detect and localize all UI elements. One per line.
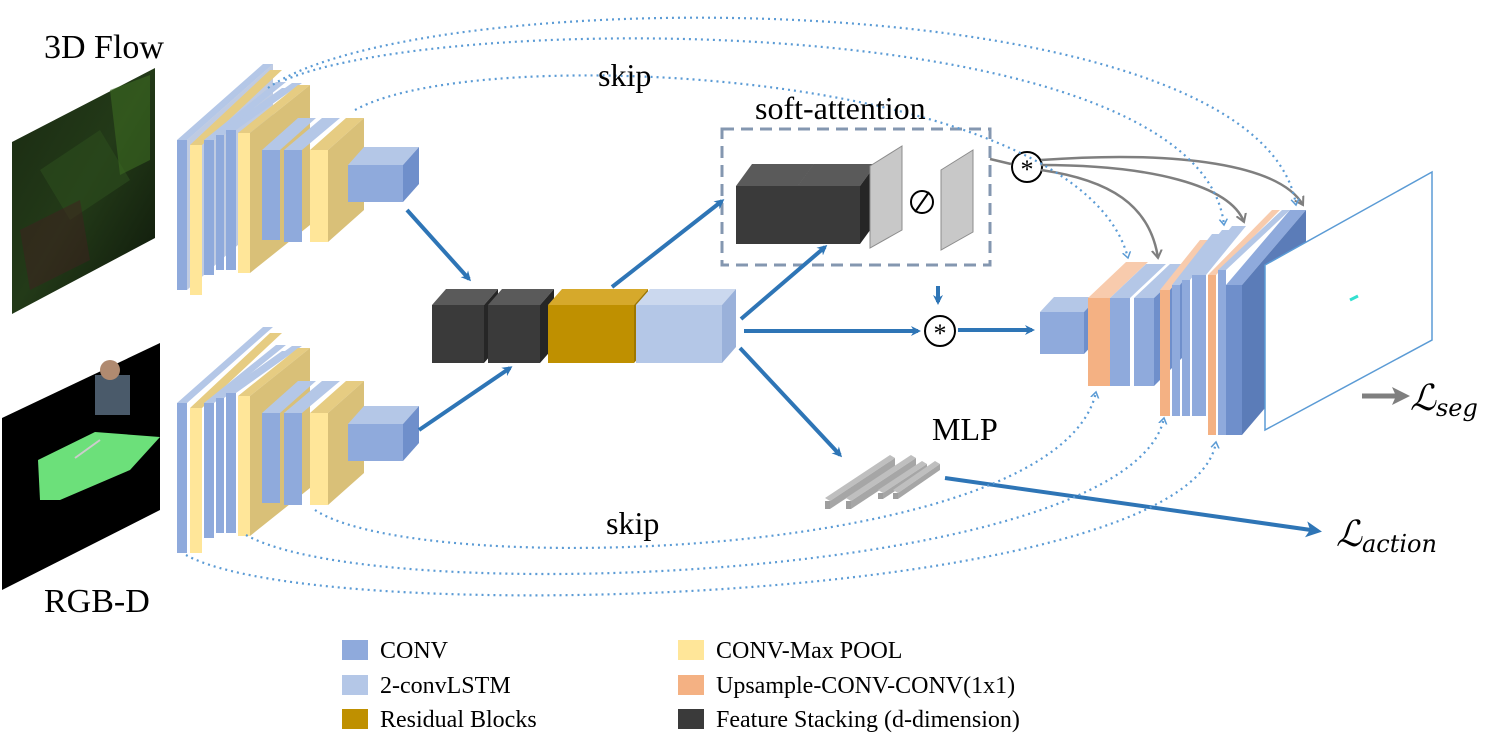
legend-swatch-residual	[342, 709, 368, 729]
rgbd-input-image	[2, 343, 160, 590]
mlp-block	[825, 455, 940, 509]
legend-label-conv: CONV	[380, 638, 449, 664]
legend: CONV 2-convLSTM Residual Blocks CONV-Max…	[342, 638, 1020, 733]
decoder	[1040, 210, 1306, 435]
legend-swatch-stacking	[678, 709, 704, 729]
attention-arrows	[989, 155, 1410, 405]
seg-loss-label: ℒseg	[1410, 378, 1478, 422]
flow-input-label: 3D Flow	[44, 29, 164, 66]
action-loss-label: ℒaction	[1336, 514, 1437, 558]
main-arrows	[405, 199, 1322, 538]
svg-text:*: *	[1021, 155, 1034, 184]
soft-attention-box	[720, 127, 992, 267]
encoder-bottom	[177, 327, 419, 553]
legend-label-residual: Residual Blocks	[380, 707, 537, 733]
encoder-top	[177, 64, 419, 295]
legend-label-convlstm: 2-convLSTM	[380, 673, 511, 699]
rgbd-input-label: RGB-D	[44, 583, 150, 620]
legend-label-maxpool: CONV-Max POOL	[716, 638, 902, 664]
multiply-node-top: *	[1011, 151, 1043, 184]
fusion-blocks	[432, 289, 736, 363]
svg-text:*: *	[934, 319, 947, 348]
skip-label-bottom: skip	[606, 505, 659, 541]
skip-label-top: skip	[598, 57, 651, 93]
flow-input-image	[12, 68, 155, 314]
legend-label-stacking: Feature Stacking (d-dimension)	[716, 707, 1020, 733]
soft-attention-label: soft-attention	[755, 90, 926, 126]
segmentation-output-plane	[1264, 170, 1433, 432]
mlp-label: MLP	[932, 411, 998, 447]
multiply-node-center: *	[924, 315, 956, 348]
legend-swatch-convlstm	[342, 675, 368, 695]
skip-connections	[185, 16, 1296, 597]
soft-attention-blocks	[736, 145, 974, 251]
legend-label-upsample: Upsample-CONV-CONV(1x1)	[716, 673, 1015, 699]
legend-swatch-upsample	[678, 675, 704, 695]
legend-swatch-maxpool	[678, 640, 704, 660]
legend-swatch-conv	[342, 640, 368, 660]
